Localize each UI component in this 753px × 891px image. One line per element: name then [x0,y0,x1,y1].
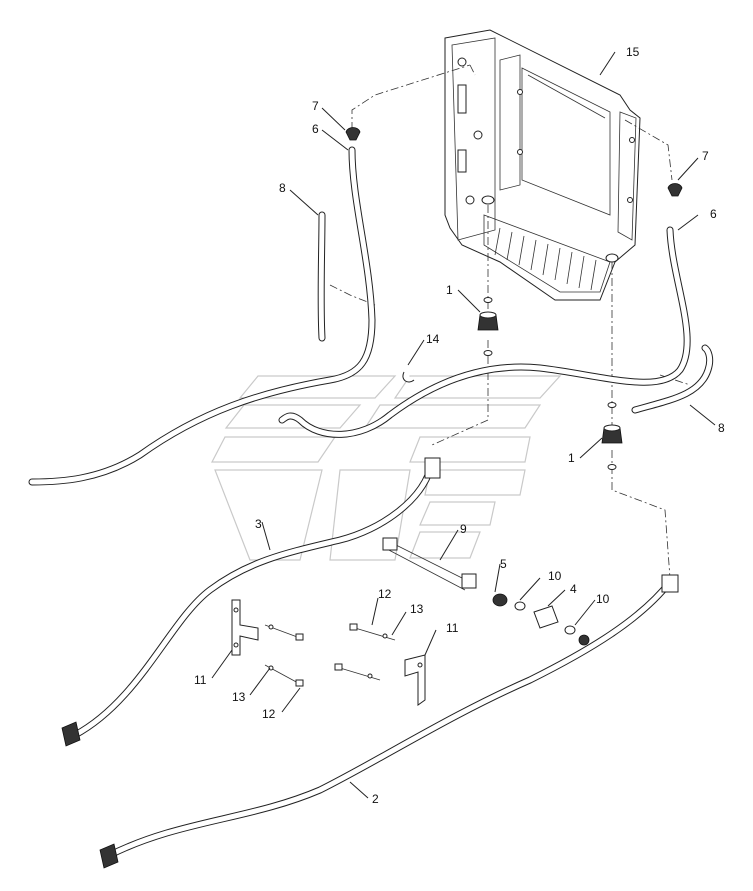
callout-3: 3 [255,517,262,531]
part-10-right [564,625,576,635]
hose-connector [578,634,590,646]
bolts-and-nuts [264,623,396,687]
hose-8-right [631,344,714,414]
callout-6-left: 6 [312,122,319,136]
callout-labels: 15 7 6 8 7 6 1 14 8 1 3 9 5 10 4 10 12 1… [194,45,725,806]
callout-12-lower: 12 [262,707,276,721]
callout-10-left: 10 [548,569,562,583]
hose-3 [61,457,441,747]
callout-7-left: 7 [312,99,319,113]
part-4 [533,605,559,629]
fitting-1-lower [601,424,623,444]
callout-1-upper: 1 [446,283,453,297]
hose-8-left [317,211,326,342]
callout-2: 2 [372,792,379,806]
callout-11-right: 11 [446,621,459,635]
callout-15: 15 [626,45,640,59]
callout-10-right: 10 [596,592,610,606]
callout-13-upper: 13 [410,602,424,616]
cooler-fins [494,227,597,291]
callout-14: 14 [426,332,440,346]
bracket-11-right [404,654,426,706]
hose-2 [99,574,679,869]
part-5 [492,593,508,607]
hose-6-left [28,146,376,486]
callout-6-right: 6 [710,207,717,221]
washers [483,297,617,470]
fitting-1-upper [477,311,499,331]
leader-lines [211,51,716,799]
callout-7-right: 7 [702,149,709,163]
clamp-7-right [667,183,683,197]
callout-9: 9 [460,522,467,536]
callout-8-left: 8 [279,181,286,195]
callout-5: 5 [500,557,507,571]
callout-1-lower: 1 [568,451,575,465]
fitting-9 [382,537,477,591]
cooler-assembly [444,29,641,301]
part-10-left [514,601,526,611]
watermark-logo [211,375,562,561]
clamp-7-left [345,127,361,141]
callout-13-lower: 13 [232,690,246,704]
clip-14 [402,371,415,383]
callout-12-upper: 12 [378,587,392,601]
callout-11-left: 11 [194,673,207,687]
callout-4: 4 [570,582,577,596]
callout-8-right: 8 [718,421,725,435]
hose-6-right [278,226,691,438]
bracket-11-left [231,599,259,656]
